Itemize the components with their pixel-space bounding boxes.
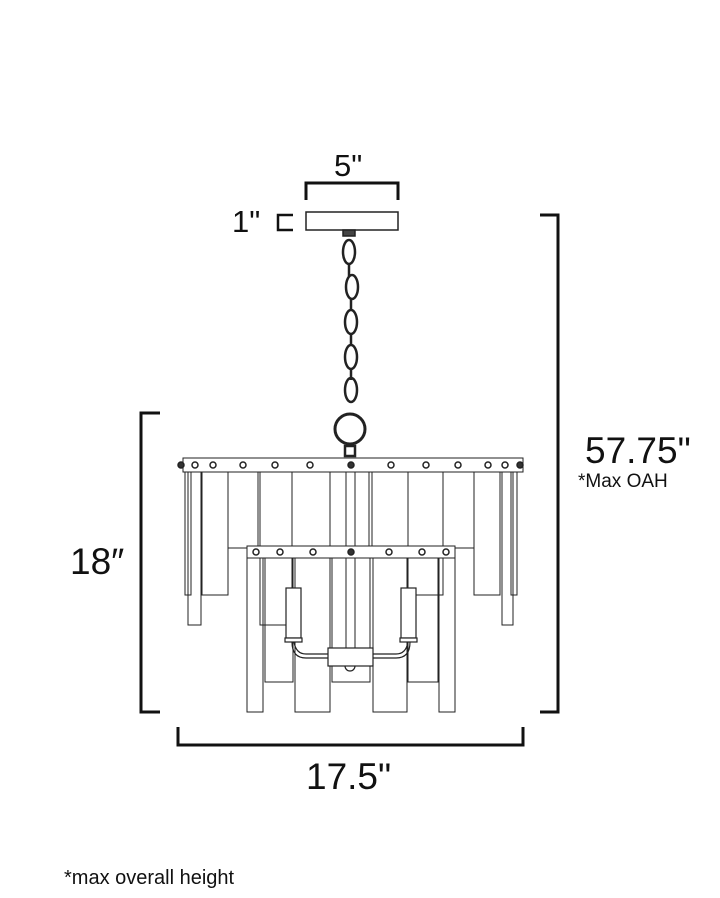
- max-overall-height-label: 57.75": [585, 430, 691, 471]
- footnote: *max overall height: [64, 867, 235, 889]
- canopy: [305, 211, 399, 237]
- candle-arms: [284, 587, 418, 672]
- max-oah-note: *Max OAH: [578, 471, 668, 492]
- center-stem: [345, 471, 356, 651]
- fixture-height-label: 18″: [70, 541, 125, 582]
- canopy-width-label: 5": [334, 148, 363, 183]
- chain: [333, 238, 367, 458]
- upper-band-screws: [177, 461, 524, 469]
- dimension-lines: [139, 181, 560, 747]
- lower-tier: [228, 545, 474, 713]
- lower-band-screws: [252, 548, 450, 556]
- upper-tier: [182, 457, 524, 626]
- canopy-height-label: 1": [232, 204, 261, 239]
- fixture-width-label: 17.5": [306, 756, 392, 797]
